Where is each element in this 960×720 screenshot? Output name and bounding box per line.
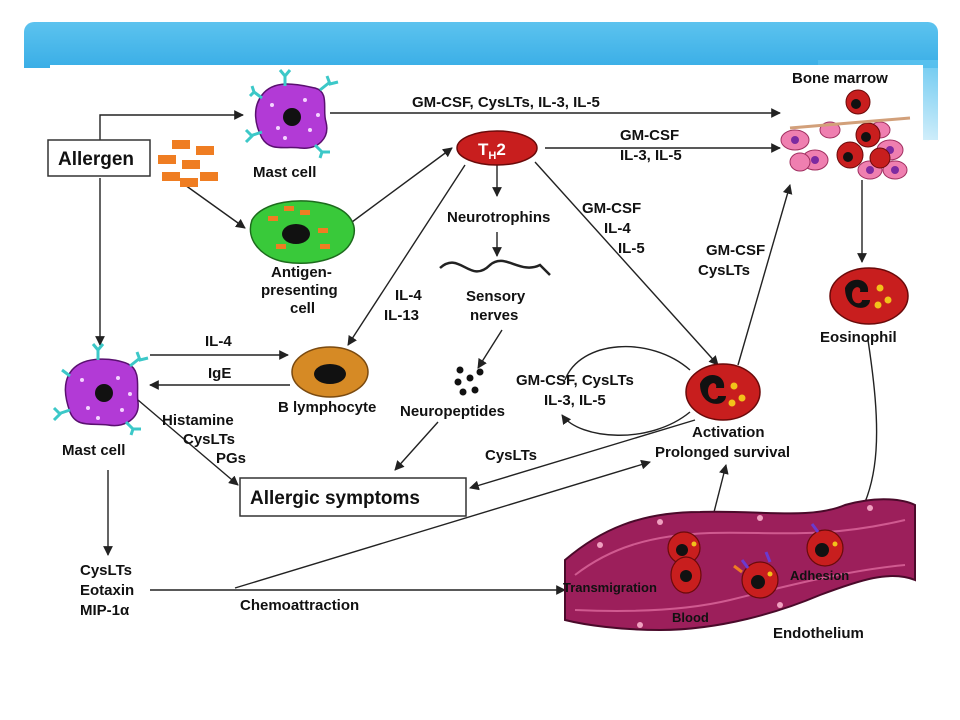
mast-cell-left: [52, 343, 149, 436]
blood-label: Blood: [672, 610, 709, 625]
il13-label: IL-13: [384, 307, 419, 324]
loop-label-1: GM-CSF, CysLTs: [516, 372, 634, 389]
gmcsf-label: GM-CSF: [620, 127, 679, 144]
neuropeptides-label: Neuropeptides: [400, 403, 505, 420]
sensory-nerve-shape: [439, 259, 551, 276]
il3-il5-label: IL-3, IL-5: [620, 147, 682, 164]
apc-label-3: cell: [290, 300, 315, 317]
activated-eosinophil: [685, 363, 761, 421]
eosinophil-cell: [829, 267, 909, 325]
mast-cell-top: Mast cell: [244, 69, 339, 181]
eos-cyslts-label: CysLTs: [698, 262, 750, 279]
antigen-presenting-cell: Antigen- presenting cell: [249, 200, 355, 317]
neurotrophins-label: Neurotrophins: [447, 209, 550, 226]
loop-label-2: IL-3, IL-5: [544, 392, 606, 409]
allergen-group: Allergen: [47, 139, 218, 187]
chemo-eotaxin-label: Eotaxin: [80, 582, 134, 599]
allergen-box: [47, 139, 151, 177]
ige-label: IgE: [208, 365, 231, 382]
chemo-cyslts-label: CysLTs: [80, 562, 132, 579]
sensory-label-1: Sensory: [466, 288, 526, 305]
title-banner: [24, 22, 938, 68]
th2-il4-label: IL-4: [604, 220, 631, 237]
th2-gmcsf-label: GM-CSF: [582, 200, 641, 217]
eos-gmcsf-label: GM-CSF: [706, 242, 765, 259]
transmigration-label: Transmigration: [563, 580, 657, 595]
allergen-particles: [158, 140, 218, 187]
sensory-label-2: nerves: [470, 307, 518, 324]
il4-left-label: IL-4: [205, 333, 232, 350]
allergic-symptoms-box: [239, 477, 467, 517]
bone-marrow-label: Bone marrow: [792, 70, 888, 87]
b-lymphocyte-label: B lymphocyte: [278, 399, 376, 416]
allergic-symptoms-label: Allergic symptoms: [250, 488, 420, 509]
adhesion-label: Adhesion: [790, 568, 849, 583]
histamine-label: Histamine: [162, 412, 234, 429]
pgs-label: PGs: [216, 450, 246, 467]
apc-label-1: Antigen-: [271, 264, 332, 281]
blood-vessel: [564, 498, 916, 632]
activation-label: Activation: [692, 424, 765, 441]
cyslts-mid-label: CysLTs: [485, 447, 537, 464]
apc-label-2: presenting: [261, 282, 338, 299]
arrows: [95, 108, 878, 595]
chemo-mip-label: MIP-1α: [80, 602, 130, 619]
top-cytokines-label: GM-CSF, CysLTs, IL-3, IL-5: [412, 94, 600, 111]
th2-cell: TH2: [456, 130, 538, 166]
il4-label: IL-4: [395, 287, 422, 304]
th2-il5-label: IL-5: [618, 240, 645, 257]
neuropeptide-dots: [454, 366, 484, 396]
mast-cell-top-label: Mast cell: [253, 164, 316, 181]
th2-label: TH2: [478, 140, 506, 162]
bone-marrow: Bone marrow: [780, 70, 911, 180]
mast-cell-left-label: Mast cell: [62, 442, 125, 459]
eosinophil-label: Eosinophil: [820, 329, 897, 346]
cyslts-mc-label: CysLTs: [183, 431, 235, 448]
chemoattraction-label: Chemoattraction: [240, 597, 359, 614]
endothelium-label: Endothelium: [773, 625, 864, 642]
prolonged-label: Prolonged survival: [655, 444, 790, 461]
allergen-label: Allergen: [58, 149, 134, 170]
b-lymphocyte-cell: [291, 346, 369, 398]
